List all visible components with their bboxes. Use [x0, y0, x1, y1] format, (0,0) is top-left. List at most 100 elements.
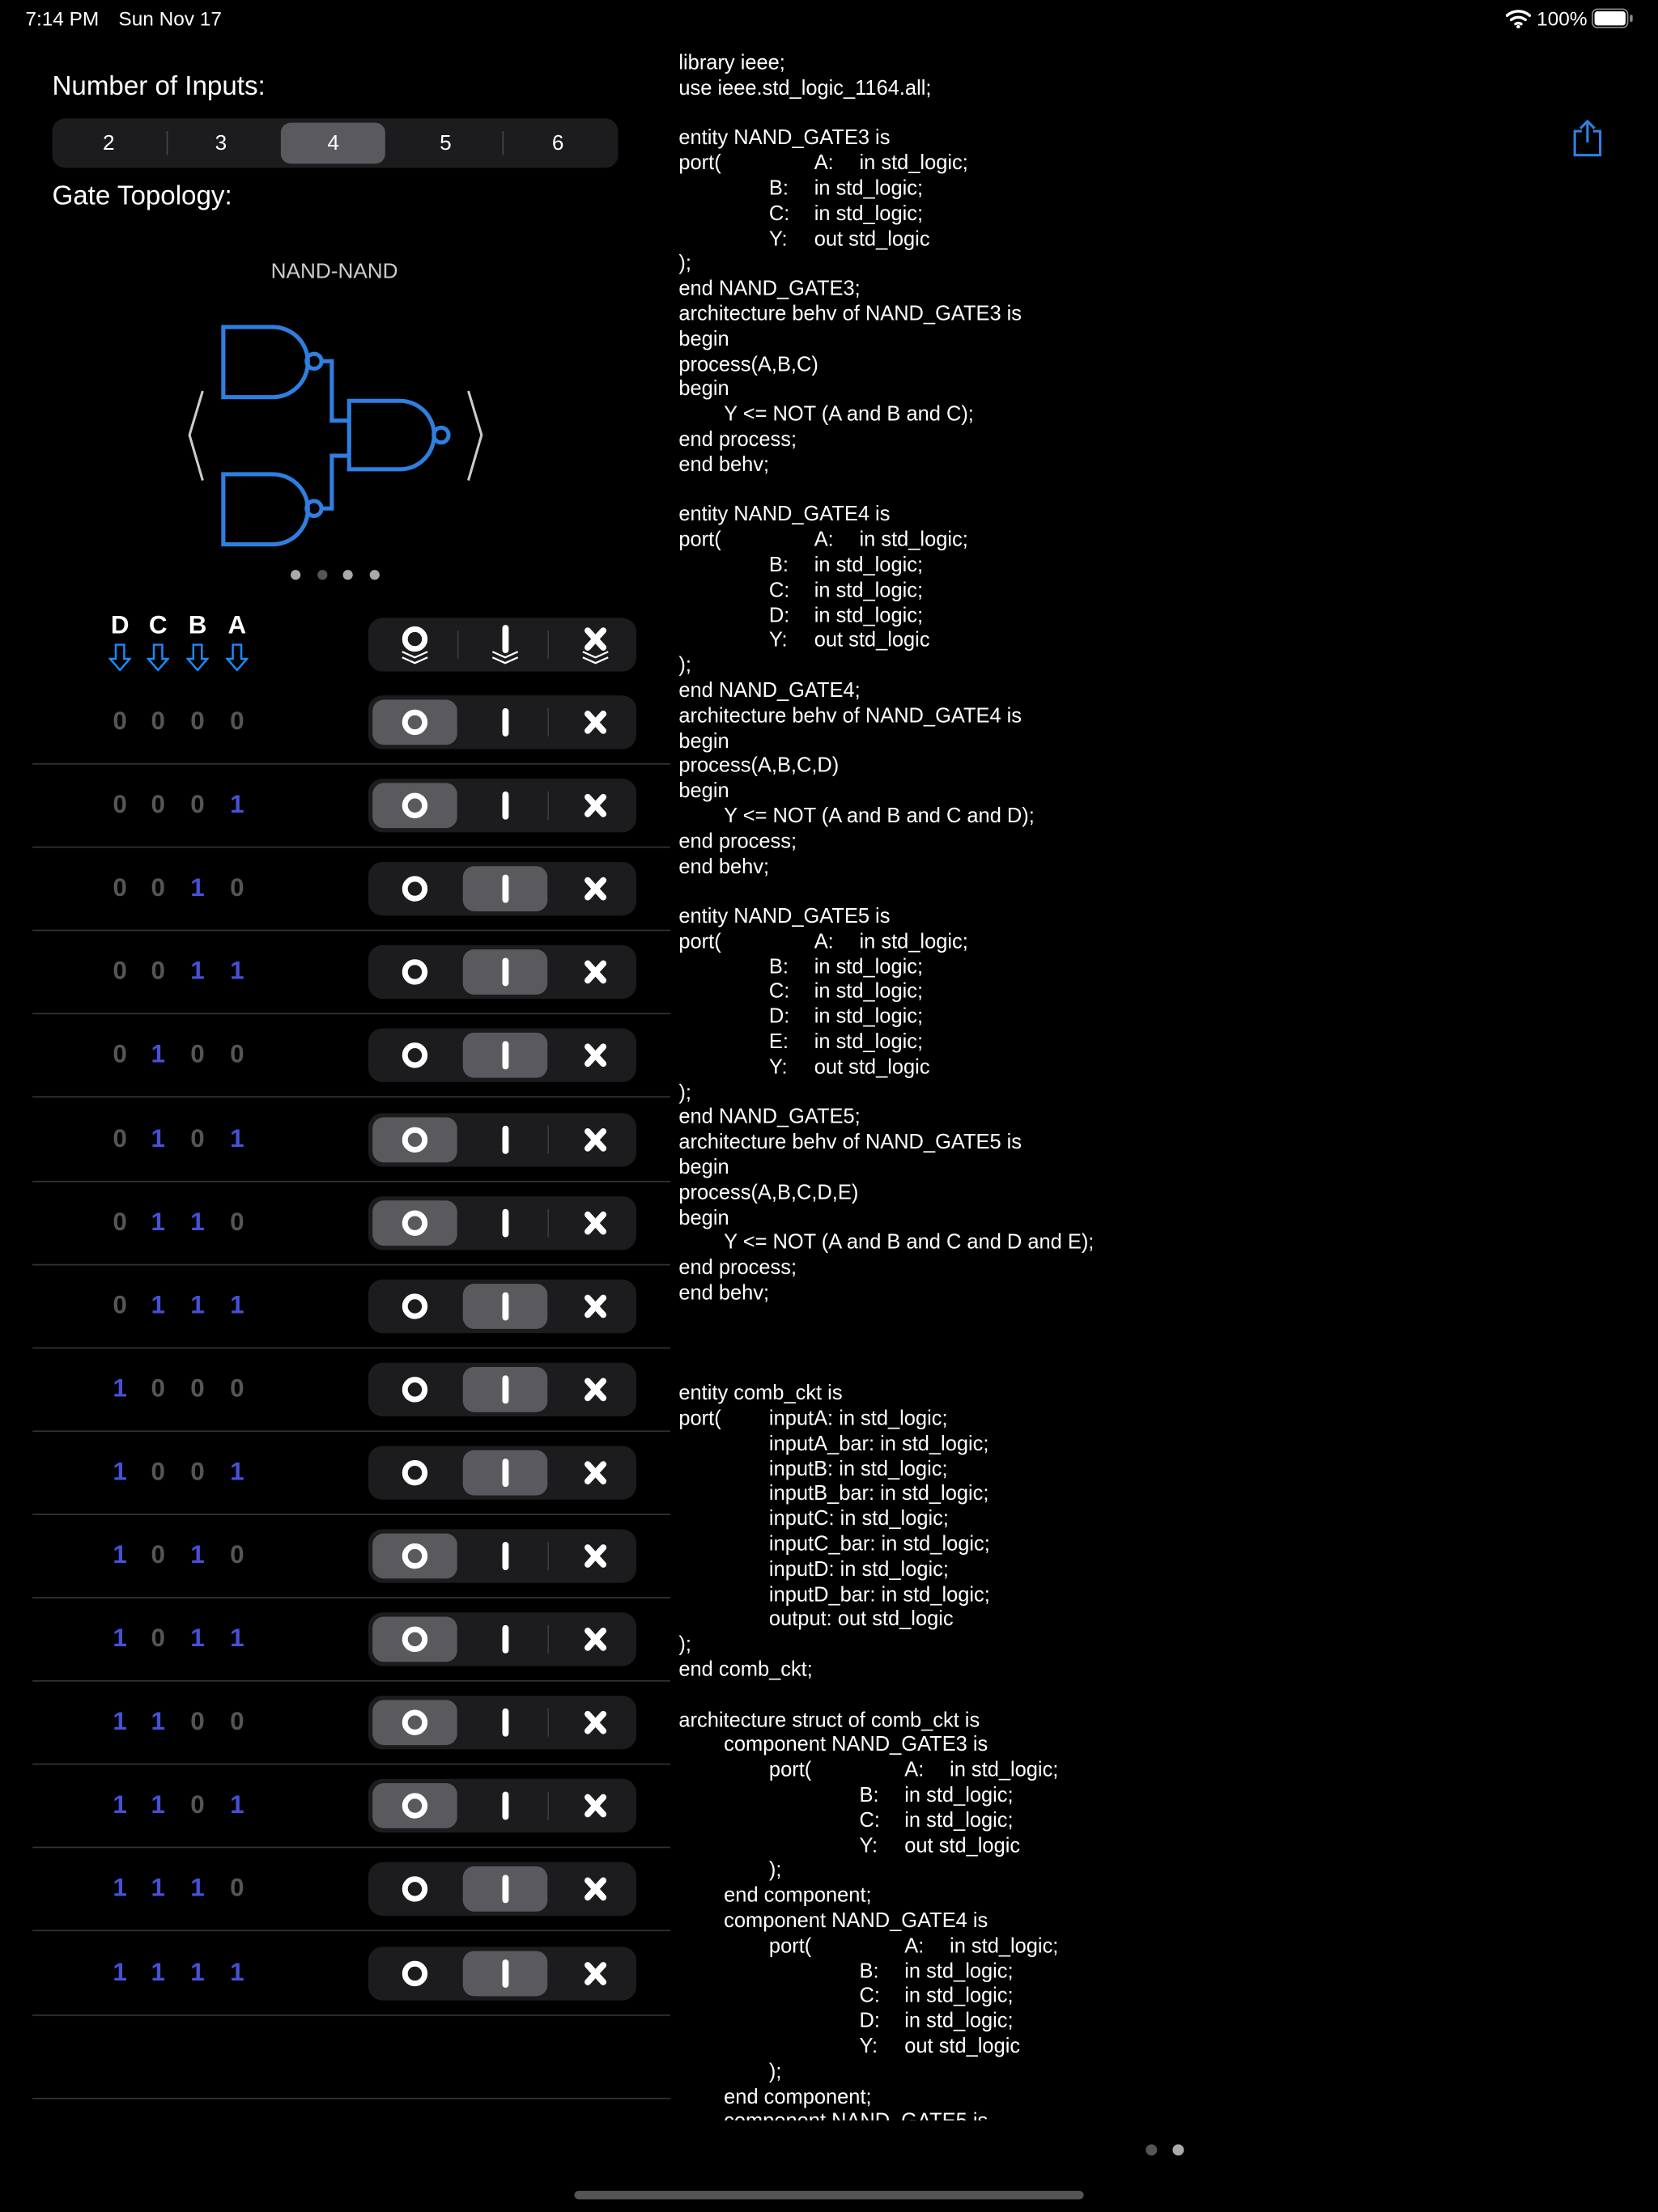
page-dot[interactable] [291, 570, 301, 580]
output-x-button[interactable] [553, 700, 638, 745]
output-x-button[interactable] [553, 1867, 638, 1913]
code-line: B: in std_logic; [678, 1784, 1014, 1807]
output-0-button[interactable] [372, 867, 457, 912]
column-arrow-down-icon[interactable] [185, 643, 210, 679]
home-indicator[interactable] [574, 2190, 1084, 2200]
inputs-option-6[interactable]: 6 [551, 131, 564, 155]
output-1-button[interactable] [462, 1450, 548, 1496]
output-1-button[interactable] [463, 1534, 548, 1579]
vhdl-code-view[interactable]: library ieee;use ieee.std_logic_1164.all… [678, 52, 1582, 2120]
output-1-button[interactable] [462, 1866, 548, 1913]
output-toggle-row-13[interactable] [368, 1779, 638, 1833]
output-toggle-row-7[interactable] [368, 1279, 638, 1333]
number-of-inputs-segmented-control[interactable]: 2 3 4 5 6 [52, 118, 619, 168]
output-toggle-row-0[interactable] [368, 695, 638, 749]
output-toggle-row-14[interactable] [368, 1862, 638, 1917]
output-x-button[interactable] [553, 1951, 638, 1996]
inputs-option-2[interactable]: 2 [102, 131, 115, 155]
code-line: inputC: in std_logic; [678, 1508, 949, 1531]
output-0-button[interactable] [372, 1367, 457, 1412]
page-dot[interactable] [342, 570, 353, 580]
output-toggle-row-9[interactable] [368, 1446, 638, 1500]
output-x-button[interactable] [553, 1450, 638, 1496]
output-0-button[interactable] [372, 1284, 457, 1329]
output-toggle-row-10[interactable] [368, 1529, 638, 1583]
output-1-button[interactable] [463, 1700, 548, 1746]
inputs-option-3[interactable]: 3 [215, 131, 227, 155]
output-0-button[interactable] [372, 1700, 457, 1746]
output-x-button[interactable] [553, 1200, 638, 1246]
output-toggle-row-6[interactable] [368, 1195, 638, 1250]
output-x-button[interactable] [553, 1784, 638, 1829]
dont-care-icon-with-chevrons [582, 627, 609, 664]
output-0-button[interactable] [372, 1867, 457, 1913]
output-1-button[interactable] [463, 783, 548, 829]
output-1-button[interactable] [462, 866, 548, 912]
input-bit: 0 [113, 1207, 127, 1236]
column-arrow-down-icon[interactable] [146, 643, 171, 679]
output-1-button[interactable] [463, 700, 548, 745]
inputs-option-5[interactable]: 5 [440, 131, 452, 155]
output-1-button[interactable] [463, 1617, 548, 1662]
set-all-x-button[interactable] [553, 622, 638, 668]
output-0-button[interactable] [372, 1199, 457, 1246]
output-0-button[interactable] [372, 1616, 457, 1662]
output-toggle-row-2[interactable] [368, 862, 638, 916]
set-all-1-button[interactable] [463, 622, 548, 668]
page-dot[interactable] [317, 570, 327, 580]
input-bit: 0 [230, 1540, 244, 1569]
output-1-button[interactable] [462, 1950, 548, 1996]
output-toggle-row-1[interactable] [368, 779, 638, 833]
zero-icon [402, 1543, 428, 1569]
output-x-button[interactable] [553, 1700, 638, 1746]
output-x-button[interactable] [553, 783, 638, 829]
output-0-button[interactable] [372, 1116, 457, 1162]
output-toggle-row-11[interactable] [368, 1612, 638, 1666]
output-toggle-row-15[interactable] [368, 1946, 638, 2000]
output-1-button[interactable] [462, 1283, 548, 1329]
output-1-button[interactable] [462, 1033, 548, 1079]
page-dot[interactable] [1146, 2144, 1158, 2156]
output-x-button[interactable] [553, 1034, 638, 1079]
output-0-button[interactable] [372, 1533, 457, 1579]
row-divider [32, 762, 670, 765]
output-x-button[interactable] [553, 1284, 638, 1329]
output-1-button[interactable] [463, 1117, 548, 1162]
column-arrow-down-icon[interactable] [108, 643, 133, 679]
input-bit: 1 [230, 957, 244, 986]
output-toggle-row-3[interactable] [368, 945, 638, 1000]
set-all-0-button[interactable] [372, 622, 457, 668]
output-toggle-row-12[interactable] [368, 1696, 638, 1750]
share-icon[interactable] [1571, 118, 1605, 158]
page-dot[interactable] [1171, 2144, 1184, 2156]
one-icon [502, 1458, 509, 1487]
output-0-button[interactable] [372, 699, 457, 745]
output-x-button[interactable] [553, 950, 638, 996]
output-1-button[interactable] [462, 949, 548, 996]
output-0-button[interactable] [372, 1783, 457, 1829]
output-x-button[interactable] [553, 1617, 638, 1662]
output-0-button[interactable] [372, 783, 457, 829]
input-bit: 0 [113, 707, 127, 736]
output-x-button[interactable] [553, 1534, 638, 1579]
output-x-button[interactable] [553, 867, 638, 912]
input-bit: 1 [113, 1624, 127, 1653]
output-0-button[interactable] [372, 950, 457, 996]
output-0-button[interactable] [372, 1450, 457, 1496]
output-toggle-row-8[interactable] [368, 1362, 638, 1416]
output-1-button[interactable] [462, 1366, 548, 1412]
inputs-option-4[interactable]: 4 [281, 122, 386, 164]
code-line: Y: out std_logic [678, 1056, 930, 1080]
output-toggle-row-4[interactable] [368, 1029, 638, 1083]
output-x-button[interactable] [553, 1117, 638, 1162]
output-1-button[interactable] [463, 1200, 548, 1246]
output-toggle-row-5[interactable] [368, 1112, 638, 1166]
page-dot[interactable] [368, 570, 379, 580]
output-x-button[interactable] [553, 1367, 638, 1412]
column-arrow-down-icon[interactable] [224, 643, 249, 679]
set-all-outputs-control[interactable] [368, 618, 638, 672]
output-0-button[interactable] [372, 1034, 457, 1079]
output-1-button[interactable] [463, 1784, 548, 1829]
input-bit: 0 [151, 957, 165, 986]
output-0-button[interactable] [372, 1951, 457, 1996]
